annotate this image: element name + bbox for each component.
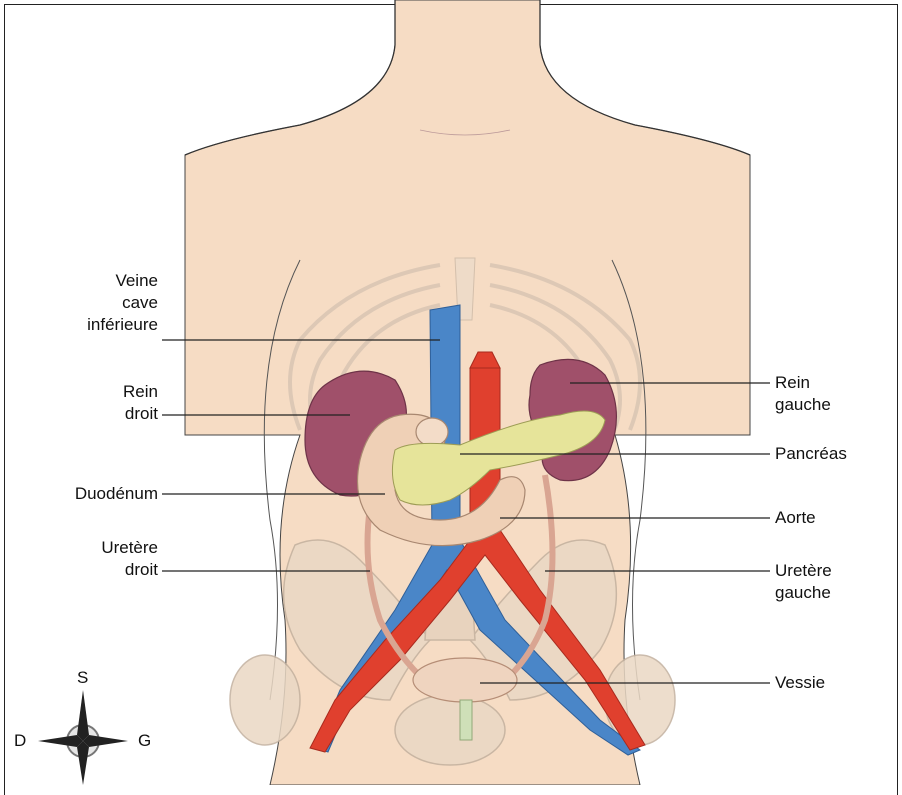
label-vessie: Vessie [775,672,825,694]
compass-label-s: S [77,668,88,688]
compass-rose [38,690,128,785]
label-line: droit [40,403,158,425]
label-aorte: Aorte [775,507,816,529]
label-duodenum: Duodénum [30,483,158,505]
label-rein-droit: Rein droit [40,381,158,425]
label-line: Rein [40,381,158,403]
label-rein-gauche: Rein gauche [775,372,831,416]
label-line: cave [40,292,158,314]
label-line: gauche [775,394,831,416]
label-line: Uretère [40,537,158,559]
compass-label-g: G [138,731,151,751]
label-line: inférieure [40,314,158,336]
label-pancreas: Pancréas [775,443,847,465]
label-line: Rein [775,372,831,394]
label-line: droit [40,559,158,581]
label-line: Aorte [775,507,816,529]
label-line: gauche [775,582,832,604]
label-uretere-droit: Uretère droit [40,537,158,581]
compass-label-d: D [14,731,26,751]
label-line: Veine [40,270,158,292]
label-uretere-gauche: Uretère gauche [775,560,832,604]
label-line: Vessie [775,672,825,694]
label-line: Uretère [775,560,832,582]
label-line: Duodénum [30,483,158,505]
label-line: Pancréas [775,443,847,465]
label-veine-cave-inferieure: Veine cave inférieure [40,270,158,336]
